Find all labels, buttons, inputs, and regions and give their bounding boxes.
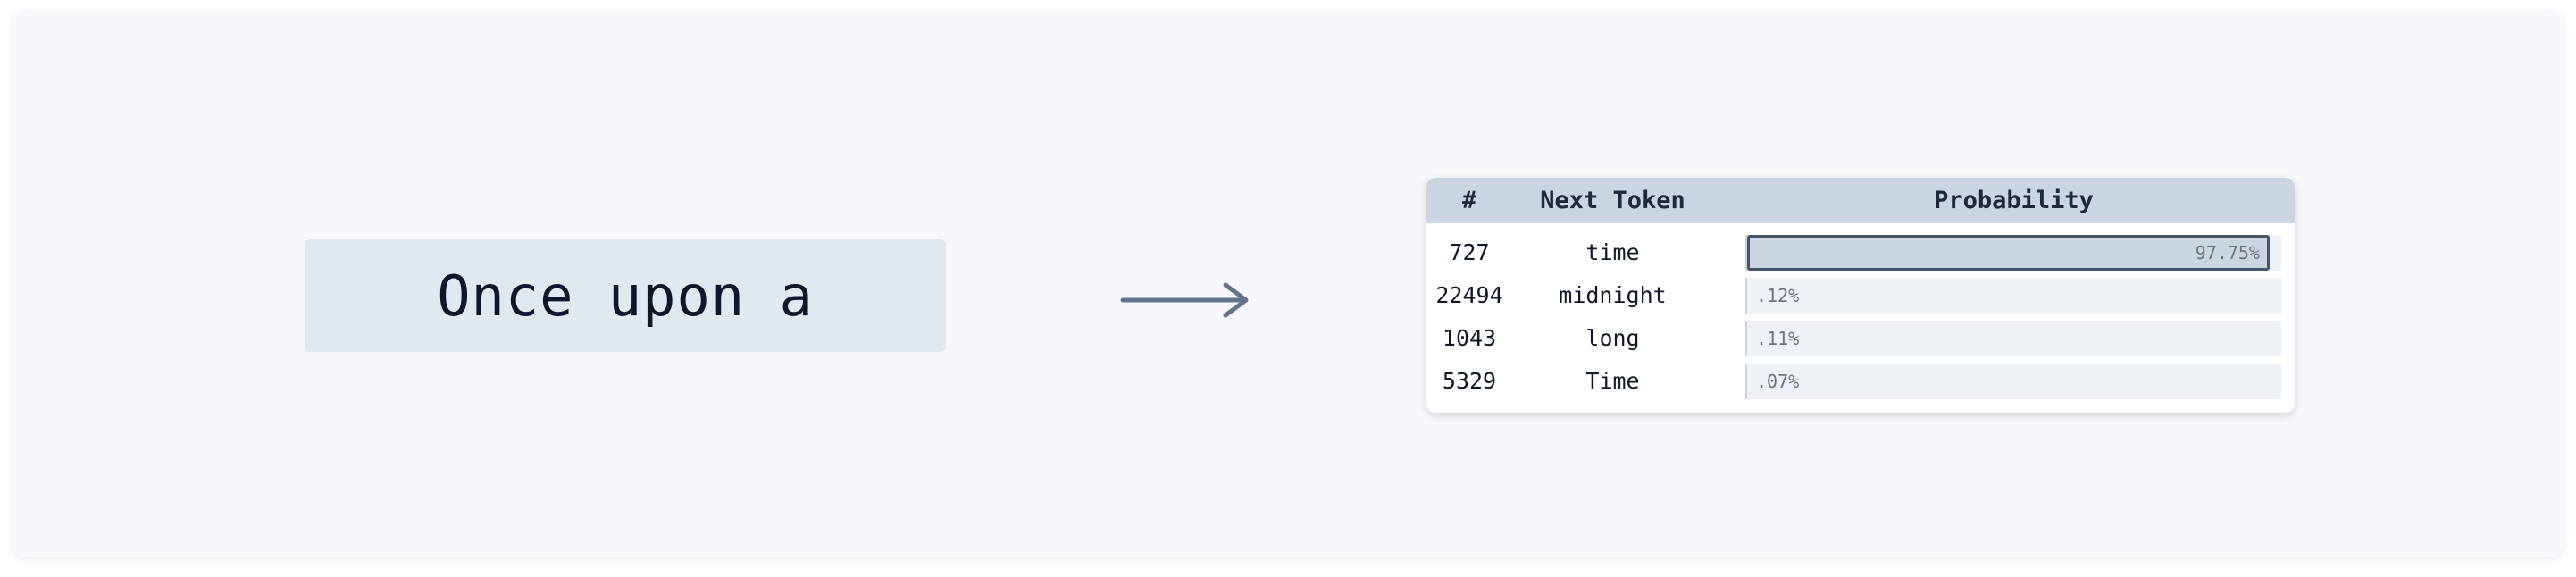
arrow-right-icon [1120, 282, 1249, 318]
header-probability: Probability [1934, 187, 2094, 214]
token-text: long [1585, 325, 1640, 351]
table-row: 5329 Time .07% [1426, 362, 2295, 401]
token-text: midnight [1559, 282, 1667, 308]
token-id: 727 [1449, 239, 1490, 265]
token-text: time [1585, 239, 1640, 265]
probability-bar: .12% [1745, 278, 2281, 314]
probability-label: 97.75% [2195, 242, 2260, 263]
token-text: Time [1585, 368, 1640, 394]
header-id: # [1461, 187, 1477, 214]
probability-label: .11% [1756, 328, 1800, 349]
header-next-token: Next Token [1540, 187, 1685, 214]
table-row: 1043 long .11% [1426, 319, 2295, 358]
probability-label: .07% [1756, 371, 1800, 392]
table-header: # Next Token Probability [1426, 178, 2295, 223]
probability-bar-fill [1747, 235, 2270, 271]
prompt-box: Once upon a [305, 239, 946, 352]
token-id: 1043 [1442, 325, 1497, 351]
probability-bar: .07% [1745, 364, 2281, 399]
table-row: 727 time 97.75% [1426, 233, 2295, 272]
token-probability-table: # Next Token Probability 727 time 97.75%… [1426, 178, 2295, 413]
probability-bar: 97.75% [1745, 235, 2281, 271]
probability-bar: .11% [1745, 321, 2281, 356]
prompt-text: Once upon a [437, 263, 814, 329]
diagram-panel: Once upon a # Next Token Probability 727… [13, 11, 2563, 557]
token-id: 22494 [1435, 282, 1503, 308]
table-row: 22494 midnight .12% [1426, 276, 2295, 315]
token-id: 5329 [1442, 368, 1497, 394]
probability-label: .12% [1756, 285, 1800, 306]
